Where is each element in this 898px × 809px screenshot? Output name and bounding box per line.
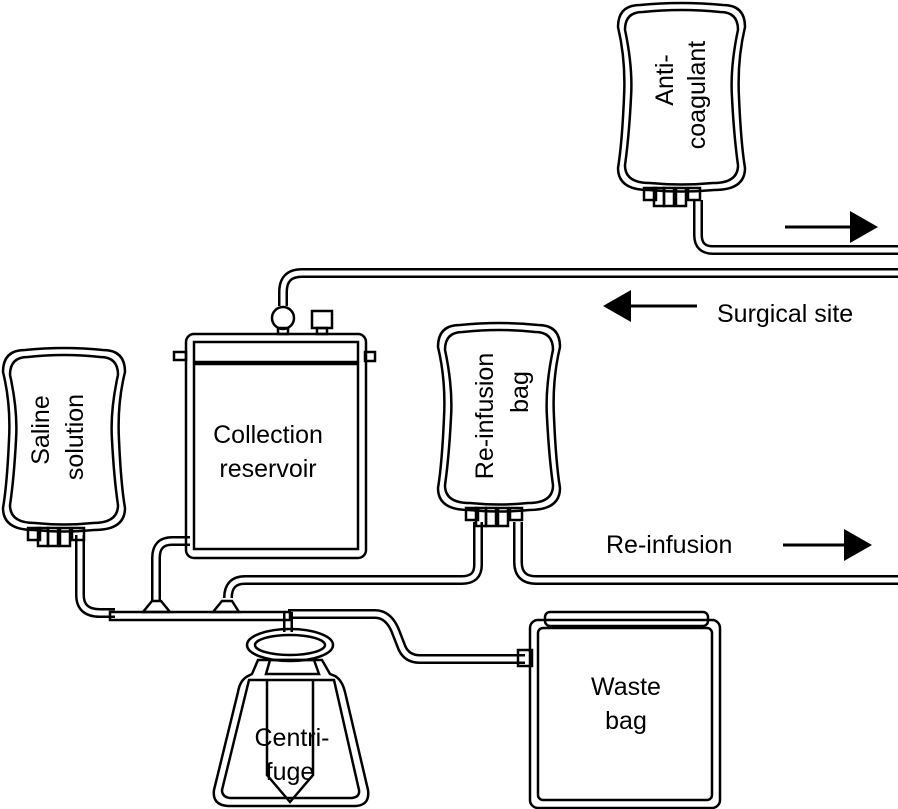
port [642, 186, 658, 202]
centrifuge [212, 627, 370, 808]
saline-tube-inner [77, 535, 115, 616]
waste-tube-inner [288, 611, 525, 662]
label-re-infusion-bag-2: bag [506, 371, 534, 413]
centrifuge-bowl-outer [212, 658, 370, 808]
port [662, 186, 676, 208]
anticoagulant-bag-outline [616, 1, 747, 193]
arrow-right-icon-head [844, 529, 872, 561]
reservoir-lid-band [192, 340, 360, 364]
port [496, 506, 510, 528]
reinfusion-out-tube [513, 522, 898, 585]
arrow-right-icon-head [850, 211, 878, 243]
reservoir-tube-inner [153, 538, 190, 600]
anticoagulant-tube [693, 200, 898, 255]
port [508, 506, 524, 522]
label-waste-bag: bag [605, 707, 647, 735]
port [70, 526, 86, 542]
reinfusion-in-tube-outer [223, 522, 483, 599]
label-re-infusion-bag-1: Re-infusion [471, 353, 499, 479]
centrifuge-neck [264, 658, 321, 676]
label-collection: Collection [213, 421, 323, 449]
manifold-connector [210, 599, 242, 614]
port [46, 526, 60, 548]
port [686, 186, 702, 202]
anticoagulant-bag-inner [623, 8, 740, 186]
vacuum-valve-stem [315, 326, 329, 336]
label-saline: Saline [27, 395, 55, 465]
arrow-left-icon-head [603, 290, 631, 322]
anticoagulant-ports [642, 186, 702, 208]
saline-bag [1, 346, 127, 533]
reinfusion-ports [464, 506, 524, 528]
label-re-infusion: Re-infusion [606, 531, 732, 559]
saline-tube-outer [75, 535, 115, 618]
anticoagulant-tube-inner [695, 200, 898, 253]
reservoir-chamber [192, 362, 360, 551]
reinfusion-out-tube-inner [515, 522, 898, 583]
centrifuge-top-ring [245, 627, 335, 663]
waste-tube [288, 609, 525, 664]
tubing [75, 200, 898, 664]
surgical-line-inner [280, 270, 898, 306]
reservoir-inlet-knob [270, 305, 296, 331]
port [26, 526, 42, 542]
manifold-connector [140, 599, 173, 614]
port [58, 526, 72, 548]
saline-tube [75, 535, 115, 618]
label-surgical-site: Surgical site [717, 300, 853, 328]
centrifuge-core [265, 680, 315, 804]
saline-bag-inner [8, 353, 120, 526]
waste-bag-body [528, 618, 722, 809]
waste-port [516, 648, 534, 668]
label-reservoir: reservoir [219, 455, 316, 483]
label-coagulant: coagulant [683, 41, 711, 149]
centrifuge-top-ring-inner [253, 633, 327, 657]
waste-bag-inner [536, 626, 714, 802]
centrifuge-bowl-inner [220, 678, 361, 800]
port [484, 506, 498, 528]
label-centri: Centri- [254, 724, 329, 752]
reservoir-tab-left [172, 350, 188, 362]
label-waste: Waste [591, 673, 661, 701]
reservoir-inlet-stem [276, 326, 290, 336]
collection-reservoir [172, 305, 377, 560]
saline-ports [26, 526, 86, 548]
reinfusion-bag-inner [443, 328, 555, 506]
port [674, 186, 688, 208]
arrow-left-icon [603, 290, 697, 322]
manifold [108, 599, 292, 622]
reservoir-body [184, 332, 368, 560]
manifold-bar [108, 610, 292, 622]
reservoir-tube [151, 536, 190, 600]
vacuum-valve [310, 309, 334, 330]
port [464, 506, 480, 522]
waste-bag [516, 610, 722, 809]
anticoagulant-bag [616, 1, 747, 193]
reinfusion-in-tube [223, 522, 483, 599]
reinfusion-bag-outline [436, 321, 562, 513]
label-fuge: fuge [266, 758, 315, 786]
reinfusion-bag [436, 321, 562, 513]
label-solution: solution [61, 394, 89, 480]
reinfusion-in-tube-inner [225, 522, 481, 599]
label-anti: Anti- [651, 54, 679, 105]
arrow-right-icon [785, 211, 878, 243]
surgical-line [278, 268, 898, 306]
arrow-right-icon [783, 529, 872, 561]
saline-bag-outline [1, 346, 127, 533]
